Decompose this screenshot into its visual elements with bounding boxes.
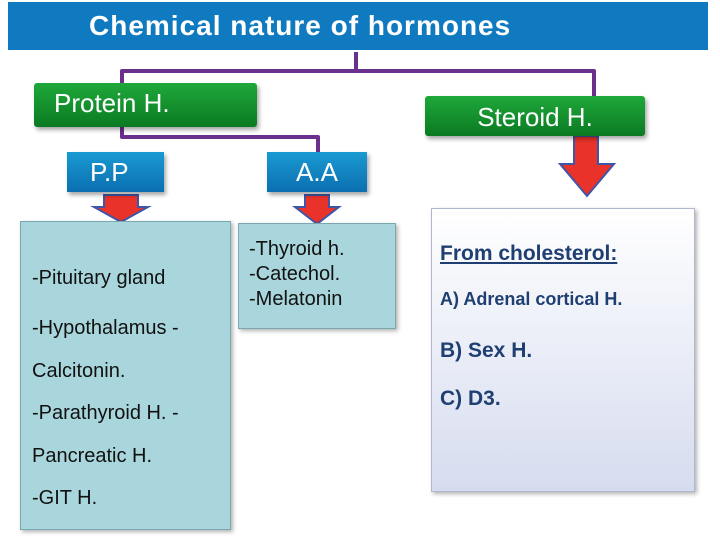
list-item: -Thyroid h. (249, 238, 345, 260)
amino-acid-list-box: -Thyroid h. -Catechol. -Melatonin (238, 223, 396, 329)
arrow-aa (292, 194, 342, 226)
protein-hormones-box: Protein H. (34, 83, 257, 127)
steroid-list-box: From cholesterol: A) Adrenal cortical H.… (431, 208, 695, 492)
list-item: C) D3. (440, 387, 501, 410)
list-item: A) Adrenal cortical H. (440, 289, 623, 309)
page-title: Chemical nature of hormones (8, 2, 708, 50)
protein-connector (120, 127, 320, 152)
polypeptide-box: P.P (67, 152, 164, 192)
arrow-pp (90, 194, 152, 224)
list-item: Pancreatic H. (32, 445, 153, 467)
steroid-hormones-box: Steroid H. (425, 96, 645, 136)
list-item: -Melatonin (249, 288, 343, 310)
arrow-steroid (557, 135, 617, 198)
list-item: -GIT H. (32, 487, 98, 509)
list-item: -Pituitary gland (32, 267, 166, 289)
list-item: -Hypothalamus - (32, 317, 179, 339)
list-item: Calcitonin. (32, 360, 126, 382)
polypeptide-list-box: -Pituitary gland -Hypothalamus - Calcito… (20, 221, 231, 530)
list-item: B) Sex H. (440, 339, 533, 362)
list-item: -Parathyroid H. - (32, 402, 179, 424)
amino-acid-box: A.A (267, 152, 367, 192)
list-item: -Catechol. (249, 263, 341, 285)
cholesterol-heading: From cholesterol: (440, 242, 618, 265)
